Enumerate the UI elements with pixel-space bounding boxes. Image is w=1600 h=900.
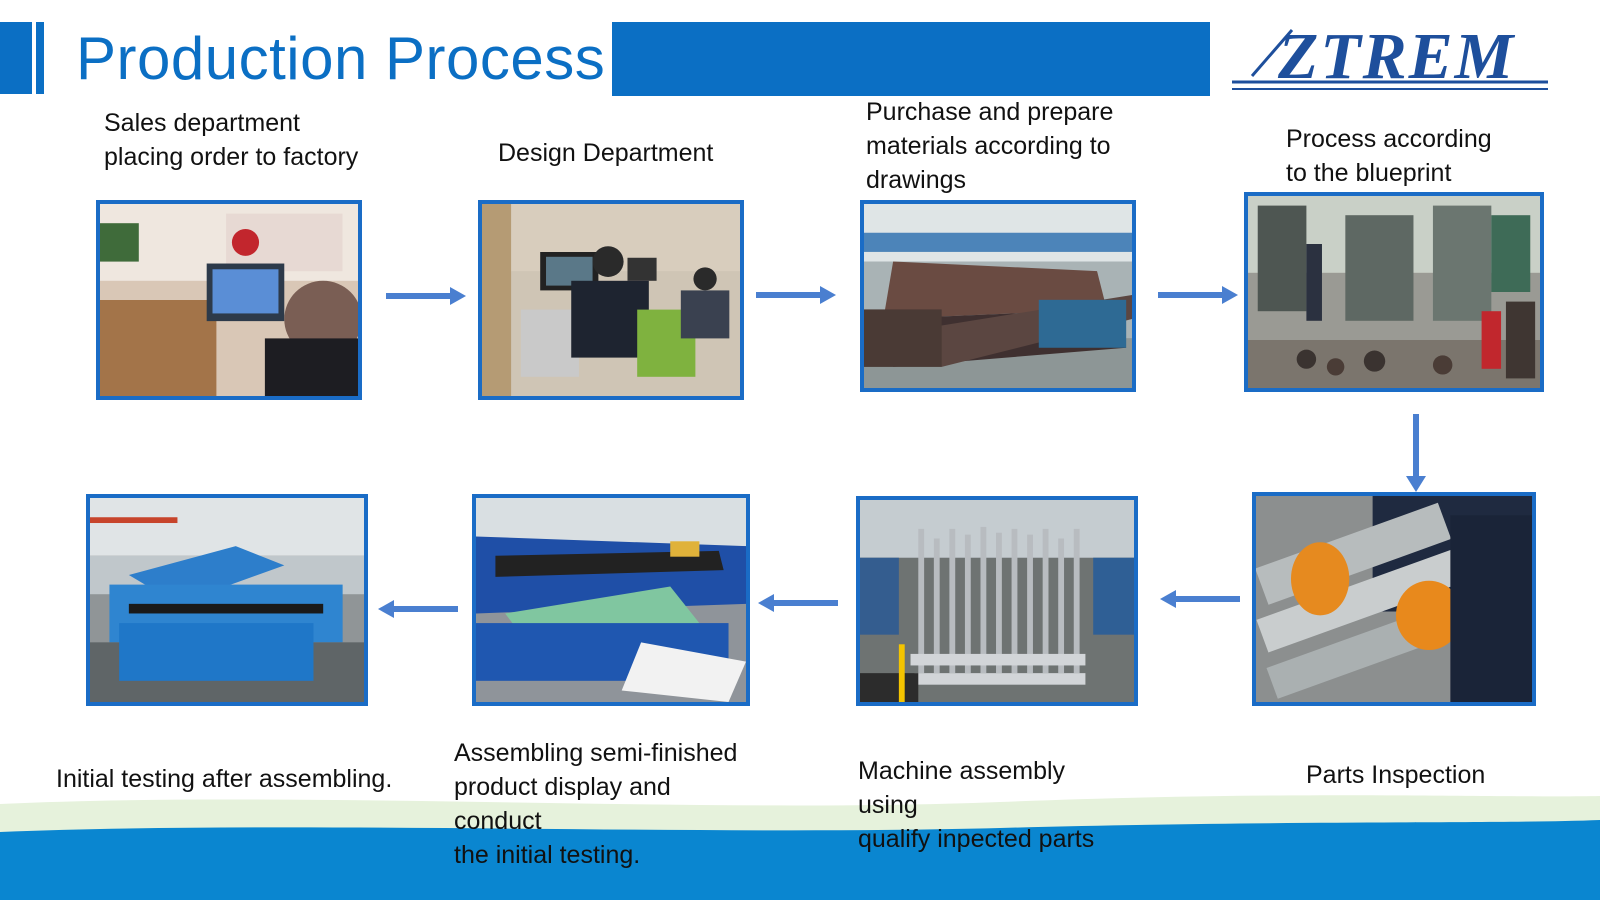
title-accent-bar-thin bbox=[36, 22, 44, 94]
page-title: Production Process bbox=[76, 25, 606, 92]
workshop-machining-photo bbox=[1244, 192, 1544, 392]
arrow-left-3 bbox=[378, 600, 458, 618]
title-band bbox=[612, 22, 1210, 96]
footer-wave bbox=[0, 795, 1600, 900]
company-logo: ZTREM bbox=[1232, 20, 1554, 98]
caption-semi-finished: Assembling semi-finished product display… bbox=[454, 739, 738, 869]
caption-process: Process according to the blueprint bbox=[1286, 125, 1492, 187]
caption-design: Design Department bbox=[498, 139, 714, 167]
arrow-right-1 bbox=[386, 287, 466, 305]
shafts-assembly-photo bbox=[856, 496, 1138, 706]
caption-machine-assembly: Machine assembly using qualify inpected … bbox=[858, 757, 1095, 853]
arrow-right-2 bbox=[756, 286, 836, 304]
caption-initial-testing: Initial testing after assembling. bbox=[56, 765, 393, 793]
logo-text: ZTREM bbox=[1277, 20, 1516, 93]
arrow-left-1 bbox=[1160, 590, 1240, 608]
arrow-left-2 bbox=[758, 594, 838, 612]
caption-purchase: Purchase and prepare materials according… bbox=[866, 98, 1114, 194]
design-office-photo bbox=[478, 200, 744, 400]
steel-beams-photo bbox=[860, 200, 1136, 392]
title-accent-bar bbox=[0, 22, 32, 94]
caption-parts-inspection: Parts Inspection bbox=[1306, 761, 1486, 789]
arrow-down bbox=[1406, 414, 1426, 492]
semi-finished-machine-photo bbox=[472, 494, 750, 706]
parts-inspection-photo bbox=[1252, 492, 1536, 706]
caption-sales: Sales department placing order to factor… bbox=[104, 109, 359, 171]
arrow-right-3 bbox=[1158, 286, 1238, 304]
office-computer-photo bbox=[96, 200, 362, 400]
initial-testing-machine-photo bbox=[86, 494, 368, 706]
